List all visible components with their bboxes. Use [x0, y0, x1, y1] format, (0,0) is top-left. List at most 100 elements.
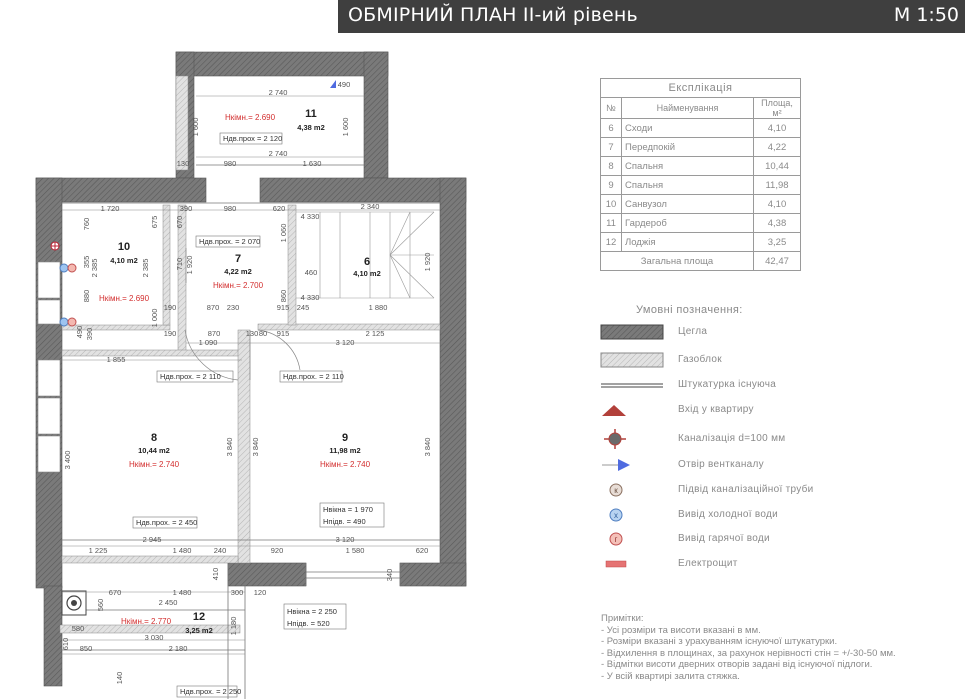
dim-label: 3 840	[423, 438, 432, 457]
door-12-height: Hдв.прох. = 2 250	[180, 687, 241, 696]
svg-text:х: х	[614, 511, 618, 520]
door-7-height: Hдв.прох. = 2 070	[199, 237, 260, 246]
plaster-line-icon	[601, 383, 663, 388]
dim-label: 410	[211, 568, 220, 581]
dim-label: 870	[207, 303, 220, 312]
col-area-header: Площа, м²	[753, 97, 801, 119]
table-total-row: Загальна площа 42,47	[600, 251, 801, 271]
room-12-area: 3,25 m2	[185, 626, 213, 635]
partition-11-left	[175, 75, 189, 171]
dim-label: 710	[175, 258, 184, 271]
wall-right-outer	[439, 177, 467, 587]
dim-label: 390	[85, 328, 94, 341]
note-line: - Відмітки висоти дверних отворів задані…	[601, 659, 873, 670]
room-10-number: 10	[118, 241, 130, 253]
dim-label: 230	[227, 303, 240, 312]
dim-label: 3 400	[63, 451, 72, 470]
room-8-height: Hкімн.= 2.740	[129, 460, 180, 469]
dim-label: 190	[164, 303, 177, 312]
sewer-circle-icon	[604, 429, 626, 449]
note-line: - У всій квартирі залита стяжка.	[601, 670, 740, 682]
dim-label: 240	[214, 546, 227, 555]
sewer-pipe-k-icon: к	[609, 483, 623, 497]
plan-title: ОБМІРНИЙ ПЛАН ІІ-ий рівень	[348, 4, 638, 26]
total-label: Загальна площа	[600, 251, 754, 271]
partition-8-bottom	[61, 555, 239, 564]
dim-label: 1 720	[101, 204, 120, 213]
partition-10-right	[162, 204, 171, 326]
plan-symbols	[50, 80, 336, 616]
dim-label: 870	[208, 329, 221, 338]
dim-label: 490	[75, 326, 84, 339]
entrance-triangle-icon	[602, 405, 626, 416]
partition-stair-left	[287, 204, 297, 326]
dim-label: 980	[224, 159, 237, 168]
dim-label: 2 740	[269, 149, 288, 158]
room-11-number: 11	[305, 108, 317, 120]
dim-label: 610	[61, 638, 70, 651]
dim-label: 1 480	[173, 588, 192, 597]
wall-top-right	[259, 177, 467, 203]
dim-label: 1 580	[346, 546, 365, 555]
dim-label: 4 330	[301, 293, 320, 302]
partition-9-top	[257, 323, 441, 331]
cold-water-icon	[59, 263, 69, 273]
dim-label: 2 945	[143, 535, 162, 544]
door-8-height: Hдв.прох. = 2 110	[160, 372, 221, 381]
dim-label: 920	[271, 546, 284, 555]
room-7-number: 7	[235, 253, 241, 265]
door-11-height: Hдв.прох = 2 120	[223, 134, 282, 143]
dim-label: 1 060	[279, 224, 288, 243]
dim-label: 670	[175, 216, 184, 229]
door-8-swing	[184, 329, 239, 381]
dim-label: 1 480	[173, 546, 192, 555]
wall-bottom-right	[399, 562, 467, 587]
dim-label: 675	[150, 216, 159, 229]
dim-label: 4 330	[301, 212, 320, 221]
room-12-height: Hкімн.= 2.770	[121, 617, 172, 626]
dim-label: 3 840	[225, 438, 234, 457]
dim-label: 1 000	[150, 309, 159, 328]
window-12-height: Hвікна = 2 250	[287, 607, 337, 616]
notes-block: Примітки: - Усі розміри та висоти вказан…	[601, 613, 896, 682]
legend-title: Умовні позначення:	[636, 304, 743, 316]
dim-label: 560	[96, 599, 105, 612]
dim-label: 760	[82, 218, 91, 231]
room-11-area: 4,38 m2	[297, 123, 325, 132]
room-8-area: 10,44 m2	[138, 446, 170, 455]
dim-label: 460	[305, 268, 318, 277]
room-9-number: 9	[342, 432, 348, 444]
dim-label: 340	[385, 569, 394, 582]
dimension-lines	[62, 95, 440, 655]
door-8b-height: Hдв.прох. = 2 450	[136, 518, 197, 527]
exterior-walls	[35, 51, 467, 687]
dim-label: 1 600	[191, 118, 200, 137]
dim-label: 1 225	[89, 546, 108, 555]
dim-label: 3 030	[145, 633, 164, 642]
dim-label: 850	[80, 644, 93, 653]
room-10-area: 4,10 m2	[110, 256, 138, 265]
dim-label: 860	[279, 290, 288, 303]
hot-water-icon-2	[67, 317, 77, 327]
dim-label: 1 630	[303, 159, 322, 168]
interior-lines	[62, 164, 440, 699]
cold-water-icon-2	[59, 317, 69, 327]
dim-label: 2 450	[159, 598, 178, 607]
dim-label: 2 180	[169, 644, 188, 653]
dimension-labels: 2 740 490 2 740 130 980 1 630 1 720 390 …	[72, 80, 429, 653]
dim-label: 80	[259, 329, 267, 338]
dim-label: 1 180	[229, 617, 238, 636]
room-labels: 11 4,38 m2 Hкімн.= 2.690 10 4,10 m2 Hкім…	[99, 108, 381, 635]
dim-label: 245	[297, 303, 310, 312]
explication-caption: Експлікація	[600, 78, 801, 98]
dim-label: 1 920	[185, 256, 194, 275]
cold-water-x-icon: х	[609, 508, 623, 522]
wall-left-12	[43, 585, 63, 687]
dim-label: 1 855	[107, 355, 126, 364]
